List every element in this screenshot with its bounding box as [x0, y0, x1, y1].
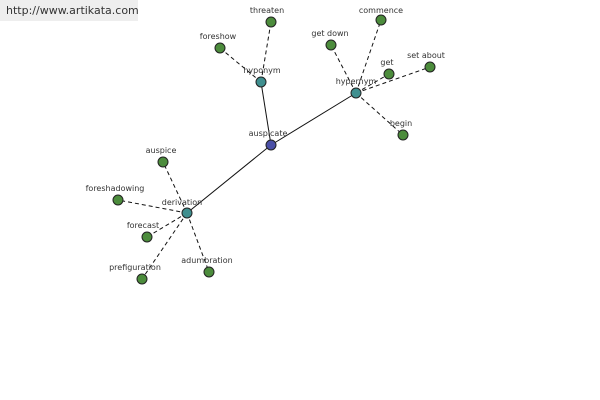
edge-auspicate-hyponym [260, 81, 272, 146]
node-foreshadowing-dot[interactable] [112, 194, 124, 206]
edge-hypernym-commence [355, 19, 382, 94]
edges-layer [117, 19, 431, 280]
edge-derivation-adumbration [186, 212, 210, 273]
edge-derivation-foreshadowing [117, 199, 188, 214]
node-foreshow-dot[interactable] [214, 42, 226, 54]
node-get-down-dot[interactable] [325, 39, 337, 51]
nodes-layer: auspicate hyponym hypernym derivation threat… [86, 6, 445, 285]
node-threaten-dot[interactable] [265, 16, 277, 28]
edge-hypernym-set-about [355, 66, 431, 94]
edge-hyponym-threaten [260, 21, 272, 83]
node-hyponym-label: hyponym [243, 66, 281, 75]
edge-derivation-forecast [146, 212, 188, 238]
node-begin-label: begin [390, 119, 412, 128]
edge-hypernym-begin [355, 92, 404, 136]
node-adumbration[interactable]: adumbration [181, 256, 233, 278]
node-get-down-label: get down [311, 29, 348, 38]
node-foreshadowing-label: foreshadowing [86, 184, 145, 193]
node-threaten[interactable]: threaten [250, 6, 284, 28]
node-set-about-label: set about [407, 51, 445, 60]
edge-hypernym-get-down [330, 44, 357, 94]
node-foreshow[interactable]: foreshow [200, 32, 237, 54]
node-auspice[interactable]: auspice [146, 146, 177, 168]
edge-derivation-prefiguration [141, 212, 188, 280]
node-derivation[interactable]: derivation [162, 198, 202, 219]
node-hypernym-label: hypernym [336, 77, 377, 86]
node-commence-label: commence [359, 6, 403, 15]
node-auspicate-label: auspicate [249, 129, 288, 138]
node-commence[interactable]: commence [359, 6, 403, 26]
node-prefiguration[interactable]: prefiguration [109, 263, 161, 285]
site-url-link[interactable]: http://www.artikata.com [0, 0, 139, 21]
node-hypernym-dot[interactable] [350, 87, 362, 99]
node-hyponym[interactable]: hyponym [243, 66, 281, 88]
node-hyponym-dot[interactable] [255, 76, 267, 88]
node-get-dot[interactable] [383, 68, 395, 80]
edge-derivation-auspice [162, 161, 188, 214]
node-prefiguration-dot[interactable] [136, 273, 148, 285]
node-adumbration-dot[interactable] [203, 266, 215, 278]
node-get[interactable]: get [380, 58, 395, 80]
edge-hypernym-get [355, 73, 390, 94]
node-auspicate[interactable]: auspicate [249, 129, 288, 151]
node-commence-dot[interactable] [375, 14, 387, 26]
node-auspice-dot[interactable] [157, 156, 169, 168]
node-set-about[interactable]: set about [407, 51, 445, 73]
node-prefiguration-label: prefiguration [109, 263, 161, 272]
edge-hyponym-foreshow [219, 47, 262, 83]
node-hypernym[interactable]: hypernym [336, 77, 377, 99]
node-auspice-label: auspice [146, 146, 177, 155]
node-begin-dot[interactable] [397, 129, 409, 141]
node-foreshow-label: foreshow [200, 32, 237, 41]
edge-auspicate-hypernym [270, 92, 357, 146]
node-get-down[interactable]: get down [311, 29, 349, 51]
node-set-about-dot[interactable] [424, 61, 436, 73]
node-foreshadowing[interactable]: foreshadowing [86, 184, 145, 206]
node-derivation-dot[interactable] [181, 207, 193, 219]
node-begin[interactable]: begin [390, 119, 412, 141]
node-forecast[interactable]: forecast [127, 221, 159, 243]
node-forecast-label: forecast [127, 221, 159, 230]
node-get-label: get [380, 58, 393, 67]
node-threaten-label: threaten [250, 6, 284, 15]
node-adumbration-label: adumbration [181, 256, 232, 265]
node-forecast-dot[interactable] [141, 231, 153, 243]
node-derivation-label: derivation [162, 198, 202, 207]
node-auspicate-dot[interactable] [265, 139, 277, 151]
edge-auspicate-derivation [186, 144, 272, 214]
